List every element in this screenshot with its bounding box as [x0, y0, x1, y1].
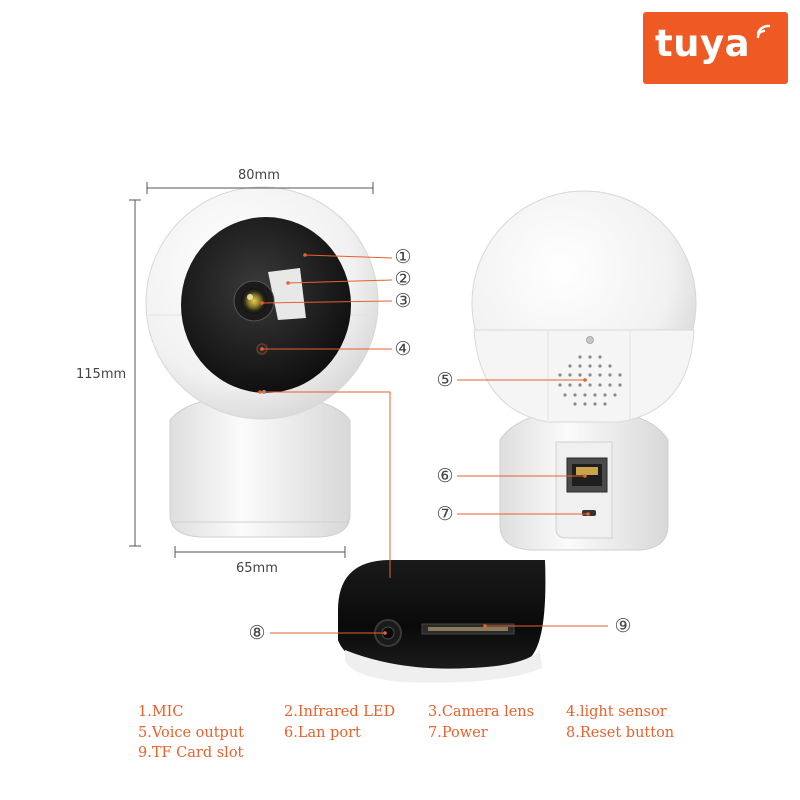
callout-3: ③ — [394, 290, 412, 312]
callout-2: ② — [394, 268, 412, 290]
callout-lines — [260, 254, 608, 634]
height-label: 115mm — [76, 367, 127, 382]
speaker-grille — [558, 355, 622, 406]
legend-item: 9.TF Card slot — [138, 745, 244, 761]
callout-5: ⑤ — [436, 369, 454, 391]
callout-4: ④ — [394, 338, 412, 360]
callout-9: ⑨ — [614, 615, 632, 637]
front-camera — [145, 186, 379, 538]
dimension-lines — [129, 182, 374, 558]
legend-item: 1.MIC — [138, 704, 184, 720]
legend-item: 7.Power — [428, 725, 488, 741]
callout-7: ⑦ — [436, 503, 454, 525]
bottom-zoom-inset — [338, 560, 546, 683]
callout-8: ⑧ — [248, 622, 266, 644]
legend-item: 8.Reset button — [566, 725, 675, 741]
callout-6: ⑥ — [436, 465, 454, 487]
legend-item: 4.light sensor — [566, 704, 667, 720]
callout-1: ① — [394, 246, 412, 268]
logo-text: tuya — [655, 22, 751, 65]
tuya-logo: tuya — [643, 12, 788, 84]
wifi-icon — [756, 24, 771, 39]
legend-item: 6.Lan port — [284, 725, 361, 741]
legend-item: 3.Camera lens — [428, 704, 535, 720]
width-base-label: 65mm — [236, 561, 278, 576]
width-top-label: 80mm — [238, 168, 280, 183]
back-camera — [471, 190, 697, 551]
legend-item: 2.Infrared LED — [284, 704, 396, 720]
legend-item: 5.Voice output — [138, 725, 244, 741]
